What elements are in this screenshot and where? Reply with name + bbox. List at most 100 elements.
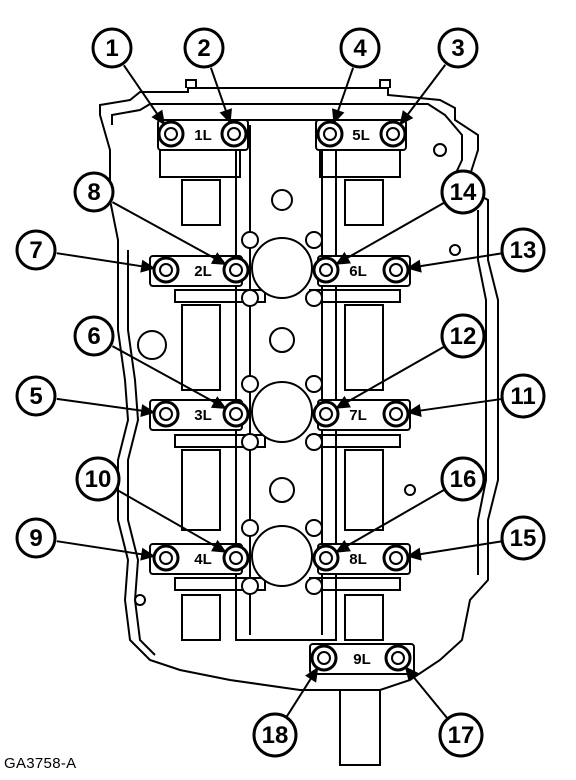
- svg-text:2: 2: [197, 35, 210, 62]
- leader-line-9: [56, 540, 146, 556]
- bolt-13: [382, 256, 410, 284]
- cap-label-6l: 6L: [349, 263, 367, 280]
- callout-11: 11: [500, 373, 546, 419]
- leader-arrow-4: [332, 108, 345, 125]
- bolt-14: [312, 256, 340, 284]
- leader-line-5: [56, 397, 146, 413]
- leader-arrow-3: [399, 110, 414, 126]
- cap-label-4l: 4L: [194, 551, 212, 568]
- svg-text:9: 9: [29, 525, 42, 552]
- svg-text:17: 17: [448, 722, 475, 749]
- bolt-6: [222, 400, 250, 428]
- leader-arrow-7: [140, 259, 156, 273]
- svg-text:6: 6: [87, 323, 100, 350]
- leader-arrow-10: [211, 539, 227, 553]
- leader-arrow-18: [305, 666, 319, 683]
- bolt-17: [384, 644, 412, 672]
- leader-line-3: [404, 64, 447, 118]
- callout-10: 10: [75, 456, 121, 502]
- bolt-1: [157, 120, 185, 148]
- callouts: 1 2 3 4 5 6 7 8 9 10 11 12 13 14 15 16 1…: [15, 27, 546, 758]
- cap-label-2l: 2L: [194, 263, 212, 280]
- figure-id: GA3758-A: [4, 755, 77, 772]
- callout-5: 5: [15, 375, 57, 417]
- callout-8: 8: [73, 171, 115, 213]
- leader-line-8: [111, 201, 219, 261]
- svg-text:11: 11: [510, 383, 535, 410]
- bolt-18: [310, 644, 338, 672]
- bolt-3: [379, 120, 407, 148]
- callout-13: 13: [500, 227, 546, 273]
- svg-text:5: 5: [29, 383, 42, 410]
- cylinder-head-outline: [99, 79, 499, 691]
- callout-7: 7: [15, 229, 57, 271]
- spark-plug-wells: [251, 189, 313, 587]
- numbered-bolts: [152, 120, 412, 672]
- bolt-9: [152, 544, 180, 572]
- callout-18: 18: [252, 712, 298, 758]
- leader-line-16: [343, 488, 446, 549]
- callout-14: 14: [440, 169, 486, 215]
- svg-text:13: 13: [510, 237, 537, 264]
- callout-12: 12: [440, 313, 486, 359]
- inner-bolts: [241, 231, 323, 595]
- callout-3: 3: [437, 27, 479, 69]
- cap-label-7l: 7L: [349, 407, 367, 424]
- svg-text:4: 4: [353, 35, 367, 62]
- leader-arrow-9: [140, 547, 156, 561]
- bolt-15: [382, 544, 410, 572]
- bolt-11: [382, 400, 410, 428]
- bolt-5: [152, 400, 180, 428]
- callout-15: 15: [500, 515, 546, 561]
- leader-arrow-12: [335, 395, 351, 409]
- leader-line-18: [285, 675, 314, 718]
- callout-2: 2: [183, 27, 225, 69]
- leader-line-7: [56, 252, 146, 268]
- svg-text:8: 8: [87, 179, 100, 206]
- leader-lines: [56, 64, 503, 720]
- leader-line-1: [123, 64, 160, 118]
- leader-arrow-6: [210, 396, 227, 409]
- leader-line-15: [416, 540, 503, 556]
- callout-6: 6: [73, 315, 115, 357]
- svg-text:16: 16: [450, 466, 477, 493]
- bolt-2: [220, 120, 248, 148]
- leader-arrow-2: [219, 108, 232, 125]
- leader-arrow-17: [404, 666, 419, 682]
- leader-line-11: [416, 397, 503, 413]
- leader-arrow-8: [210, 252, 227, 265]
- svg-text:18: 18: [262, 722, 289, 749]
- svg-text:10: 10: [85, 466, 112, 493]
- bolt-4: [316, 120, 344, 148]
- leader-arrow-15: [406, 547, 422, 561]
- leader-line-13: [416, 252, 503, 268]
- svg-text:15: 15: [510, 525, 537, 552]
- svg-text:7: 7: [29, 237, 42, 264]
- leader-arrow-14: [335, 251, 351, 265]
- bolt-16: [312, 544, 340, 572]
- cap-label-9l: 9L: [353, 651, 371, 668]
- leader-arrow-5: [140, 404, 156, 418]
- bolt-7: [152, 256, 180, 284]
- cap-labels: 1L 2L 3L 4L 5L 6L 7L 8L 9L: [194, 127, 371, 668]
- callout-1: 1: [91, 27, 133, 69]
- cap-label-1l: 1L: [194, 127, 212, 144]
- leader-arrow-16: [335, 539, 351, 553]
- cap-label-3l: 3L: [194, 407, 212, 424]
- leader-line-12: [343, 345, 446, 405]
- leader-arrow-1: [151, 109, 166, 126]
- leader-line-14: [343, 201, 446, 261]
- bolt-10: [222, 544, 250, 572]
- svg-text:3: 3: [451, 35, 464, 62]
- leader-arrow-11: [406, 404, 422, 417]
- leader-line-4: [335, 67, 355, 115]
- bolt-8: [222, 256, 250, 284]
- callout-4: 4: [339, 27, 381, 69]
- leader-line-6: [111, 345, 219, 405]
- leader-arrow-13: [406, 259, 422, 273]
- leader-line-17: [410, 673, 449, 720]
- cap-label-8l: 8L: [349, 551, 367, 568]
- cap-label-5l: 5L: [352, 127, 370, 144]
- svg-text:12: 12: [450, 323, 477, 350]
